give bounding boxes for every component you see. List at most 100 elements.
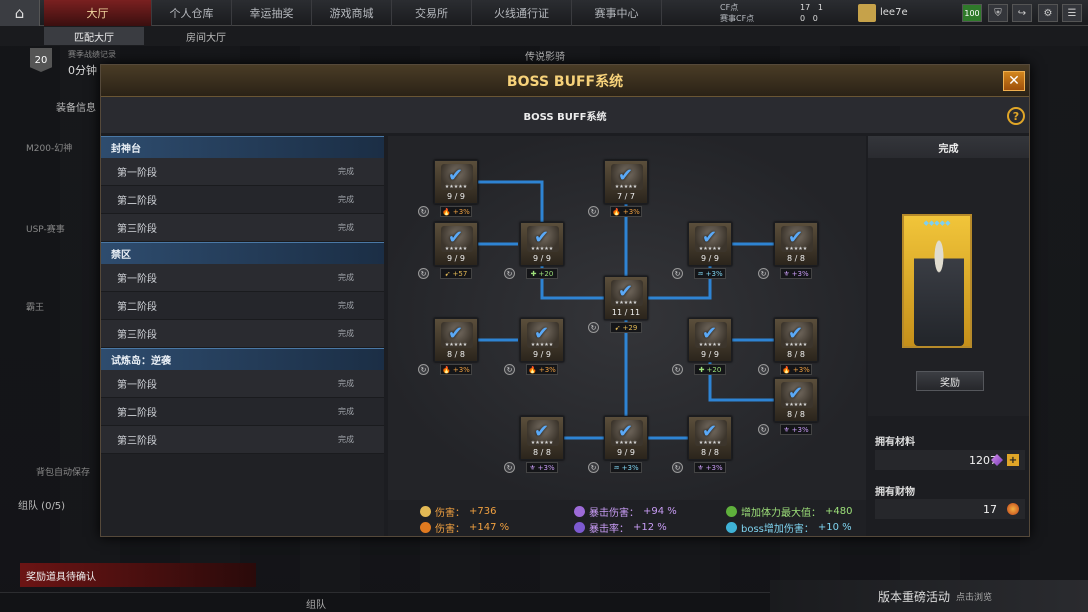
time-text: 0分钟 [68,64,97,77]
reward-button[interactable]: 奖励 [916,371,984,391]
stage-row[interactable]: 第三阶段完成 [101,214,384,242]
buff-node[interactable]: ✔★★★★★9 / 9 [434,160,478,204]
refresh-icon[interactable]: ↻ [504,462,515,473]
refresh-icon[interactable]: ↻ [504,268,515,279]
stage-status: 完成 [338,379,354,388]
menu-icon[interactable]: ☰ [1062,4,1082,22]
weapon-slot-2[interactable]: USP-赛事 [26,225,65,235]
buff-node[interactable]: ✔★★★★★8 / 8 [774,318,818,362]
node-bonus-tag: ✚+20 [526,268,558,279]
refresh-icon[interactable]: ↻ [758,424,769,435]
check-icon: ✔ [788,323,804,344]
add-materials-button[interactable]: + [1007,454,1019,466]
refresh-icon[interactable]: ↻ [672,364,683,375]
buff-node[interactable]: ✔★★★★★8 / 8 [434,318,478,362]
tab-room-lobby[interactable]: 房间大厅 [186,32,226,44]
weapon-slot-1[interactable]: M200-幻神 [26,144,73,154]
buff-node[interactable]: ✔★★★★★8 / 8 [520,416,564,460]
node-stars: ★★★★★ [784,402,808,408]
help-button[interactable]: ? [1007,107,1025,125]
refresh-icon[interactable]: ↻ [672,462,683,473]
check-icon: ✔ [702,421,718,442]
node-stars: ★★★★★ [784,246,808,252]
level-badge: 100 [962,4,982,22]
refresh-icon[interactable]: ↻ [418,268,429,279]
node-count: 8 / 8 [533,448,551,457]
boss-portrait [695,226,727,252]
nav-tab-exchange[interactable]: 交易所 [392,0,472,26]
boss-buff-dialog: BOSS BUFF系统 ✕ BOSS BUFF系统 ? 封神台 第一阶段完成 第… [100,64,1030,537]
exit-icon[interactable]: ↪ [1012,4,1032,22]
refresh-icon[interactable]: ↻ [588,462,599,473]
flame-icon [420,522,431,533]
stage-row[interactable]: 第三阶段完成 [101,320,384,348]
bonus-type-icon: ⚜ [783,425,790,434]
refresh-icon[interactable]: ↻ [504,364,515,375]
node-stars: ★★★★★ [614,184,638,190]
bonus-crit-damage: 暴击伤害：+94 % [574,504,677,519]
refresh-icon[interactable]: ↻ [588,322,599,333]
buff-node[interactable]: ✔★★★★★8 / 8 [688,416,732,460]
bonus-type-icon: 🔥 [782,365,791,374]
stage-row[interactable]: 第一阶段完成 [101,158,384,186]
stage-row[interactable]: 第三阶段完成 [101,426,384,454]
group-header-fengshen[interactable]: 封神台 [101,136,384,158]
weapon-slot-3[interactable]: 霸王 [26,303,45,313]
refresh-icon[interactable]: ↻ [418,364,429,375]
tab-legend-ride[interactable]: 传说影骑 [525,51,565,63]
node-bonus-tag: ⚜+3% [526,462,558,473]
refresh-icon[interactable]: ↻ [588,206,599,217]
stage-row[interactable]: 第一阶段完成 [101,264,384,292]
nav-tab-shop[interactable]: 游戏商城 [312,0,392,26]
stage-row[interactable]: 第二阶段完成 [101,398,384,426]
buff-node[interactable]: ✔★★★★★9 / 9 [520,318,564,362]
bonus-type-icon: ✚ [530,269,537,278]
avatar[interactable] [858,4,876,22]
gear-icon[interactable]: ⚙ [1038,4,1058,22]
event-banner[interactable]: 版本重磅活动点击浏览 [770,580,1088,612]
shield-icon[interactable]: ⛨ [988,4,1008,22]
buff-node[interactable]: ✔★★★★★8 / 8 [774,378,818,422]
reward-character-card[interactable]: ◆◆◆◆◆ [902,214,972,348]
nav-tab-events[interactable]: 赛事中心 [572,0,662,26]
nav-tab-lobby[interactable]: 大厅 [44,0,152,26]
bonus-boss-damage: boss增加伤害：+10 % [726,520,852,535]
boss-portrait [611,280,643,306]
stage-row[interactable]: 第二阶段完成 [101,292,384,320]
buff-node[interactable]: ✔★★★★★9 / 9 [688,318,732,362]
reward-confirm-button[interactable]: 奖励道具待确认 [20,563,256,587]
close-button[interactable]: ✕ [1003,71,1025,91]
node-stars: ★★★★★ [698,440,722,446]
dialog-subtitle: BOSS BUFF系统 [101,97,1029,133]
node-bonus-tag: ✚+20 [694,364,726,375]
auto-save-text[interactable]: 背包自动保存 [36,468,91,478]
buff-node[interactable]: ✔★★★★★8 / 8 [774,222,818,266]
buff-node[interactable]: ✔★★★★★9 / 9 [520,222,564,266]
refresh-icon[interactable]: ↻ [758,364,769,375]
buff-node[interactable]: ✔★★★★★9 / 9 [604,416,648,460]
stage-row[interactable]: 第二阶段完成 [101,186,384,214]
boss-portrait [781,226,813,252]
materials-value: 1207 [969,453,997,467]
node-bonus-tag: 🔥+3% [440,206,472,217]
refresh-icon[interactable]: ↻ [418,206,429,217]
buff-node[interactable]: ✔★★★★★7 / 7 [604,160,648,204]
buff-node[interactable]: ✔★★★★★9 / 9 [434,222,478,266]
buff-node[interactable]: ✔★★★★★9 / 9 [688,222,732,266]
check-icon: ✔ [534,227,550,248]
nav-tab-battle-pass[interactable]: 火线通行证 [472,0,572,26]
group-header-trial-island[interactable]: 试炼岛：逆袭 [101,348,384,370]
refresh-icon[interactable]: ↻ [758,268,769,279]
node-count: 7 / 7 [617,192,635,201]
nav-tab-warehouse[interactable]: 个人仓库 [152,0,232,26]
refresh-icon[interactable]: ↻ [672,268,683,279]
equipment-label: 装备信息 [56,103,96,114]
home-icon[interactable]: ⌂ [0,0,40,26]
group-header-jinqu[interactable]: 禁区 [101,242,384,264]
reward-panel-title: 完成 [868,136,1029,158]
tab-match-lobby[interactable]: 匹配大厅 [44,27,144,45]
buff-tree: ✔★★★★★9 / 9↻🔥+3%✔★★★★★7 / 7↻🔥+3%✔★★★★★9 … [388,136,866,500]
buff-node[interactable]: ✔★★★★★11 / 11 [604,276,648,320]
nav-tab-lucky-draw[interactable]: 幸运抽奖 [232,0,312,26]
stage-row[interactable]: 第一阶段完成 [101,370,384,398]
